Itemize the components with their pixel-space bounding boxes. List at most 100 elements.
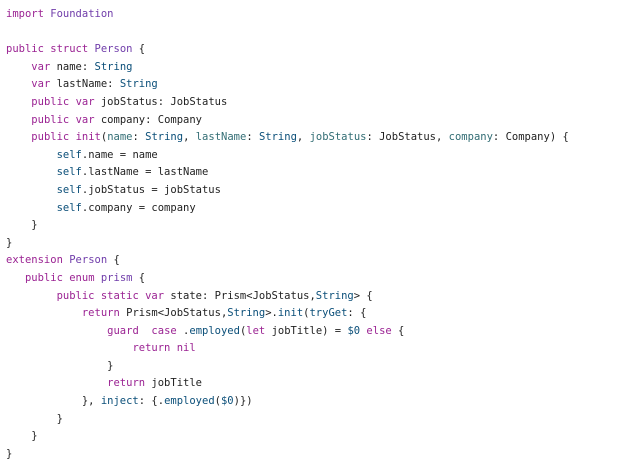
code-line: extension Person { bbox=[6, 252, 636, 270]
code-token: var bbox=[145, 289, 165, 302]
code-token: { bbox=[132, 43, 146, 56]
code-token: lastName bbox=[195, 131, 247, 144]
code-token: var bbox=[75, 95, 95, 108]
code-token: self bbox=[56, 201, 82, 214]
code-token: else bbox=[366, 324, 392, 337]
code-token: ( bbox=[303, 307, 310, 320]
code-line: public struct Person { bbox=[6, 41, 636, 59]
code-token: , bbox=[296, 131, 310, 144]
code-line: return jobTitle bbox=[6, 375, 636, 393]
code-token: String bbox=[315, 289, 354, 302]
code-token bbox=[6, 114, 31, 126]
code-token: } bbox=[6, 412, 63, 425]
code-token: $0 bbox=[347, 324, 361, 337]
code-token bbox=[6, 377, 107, 389]
code-token: : bbox=[246, 131, 259, 144]
code-line: public static var state: Prism<JobStatus… bbox=[6, 288, 636, 306]
code-token: public bbox=[24, 271, 63, 284]
code-token bbox=[6, 325, 107, 337]
code-line: var lastName: String bbox=[6, 76, 636, 94]
code-token bbox=[6, 272, 25, 284]
code-token: employed bbox=[189, 324, 240, 337]
code-token: jobStatus: JobStatus bbox=[94, 95, 228, 108]
code-token: jobTitle) = bbox=[265, 324, 348, 337]
code-token bbox=[6, 96, 31, 108]
code-token: self bbox=[56, 166, 82, 179]
code-token: Person bbox=[94, 43, 133, 56]
code-token: employed bbox=[164, 395, 215, 408]
code-line: guard case .employed(let jobTitle) = $0 … bbox=[6, 323, 636, 341]
code-token: let bbox=[246, 324, 266, 337]
code-token: Foundation bbox=[50, 8, 114, 20]
code-line: self.lastName = lastName bbox=[6, 164, 636, 182]
code-token: : Company) { bbox=[492, 131, 569, 144]
code-token: var bbox=[75, 113, 95, 126]
code-token: } bbox=[6, 236, 13, 249]
code-token: : bbox=[132, 131, 146, 144]
code-token: Prism<JobStatus, bbox=[119, 307, 228, 320]
code-line: } bbox=[6, 235, 636, 253]
code-line: public init(name: String, lastName: Stri… bbox=[6, 129, 636, 147]
code-token: company bbox=[448, 131, 493, 144]
code-token: public bbox=[56, 289, 95, 302]
code-token: var bbox=[31, 60, 51, 73]
code-token: $0 bbox=[220, 395, 234, 408]
code-line: } bbox=[6, 411, 636, 429]
code-token bbox=[6, 342, 132, 354]
code-token: self bbox=[56, 183, 82, 196]
code-token: public bbox=[31, 95, 70, 108]
code-token: Person bbox=[69, 254, 108, 267]
code-token: public bbox=[31, 131, 70, 144]
code-token bbox=[6, 202, 57, 214]
code-token bbox=[6, 131, 31, 143]
code-line: public enum prism { bbox=[6, 270, 636, 288]
code-token bbox=[6, 166, 57, 178]
code-token: } bbox=[6, 430, 38, 443]
code-line: public var company: Company bbox=[6, 112, 636, 130]
code-token: : JobStatus, bbox=[366, 131, 449, 144]
code-token: ( bbox=[239, 324, 247, 337]
code-token: { bbox=[107, 254, 120, 267]
code-token: enum bbox=[69, 271, 95, 284]
code-token: return bbox=[81, 307, 120, 320]
code-token: .company = company bbox=[81, 201, 196, 214]
code-line: self.company = company bbox=[6, 200, 636, 218]
code-token: String bbox=[94, 60, 133, 73]
code-line: }, inject: {.employed($0)}) bbox=[6, 393, 636, 411]
code-token: case bbox=[151, 324, 177, 337]
code-token: }, bbox=[6, 395, 101, 408]
code-line: import Foundation bbox=[6, 6, 636, 24]
code-token: String bbox=[258, 131, 297, 144]
code-token: init bbox=[277, 307, 304, 320]
code-token: ( bbox=[214, 395, 221, 408]
code-token bbox=[6, 290, 57, 302]
code-token bbox=[6, 184, 57, 196]
code-line: } bbox=[6, 446, 636, 464]
code-token bbox=[6, 78, 31, 90]
code-token: )}) bbox=[233, 395, 253, 408]
code-token: .name = name bbox=[81, 148, 158, 161]
code-token: > { bbox=[353, 289, 373, 302]
code-token: static bbox=[100, 289, 139, 302]
code-token bbox=[6, 61, 31, 73]
code-token: extension bbox=[6, 254, 63, 267]
code-token: import bbox=[6, 8, 44, 20]
code-token: ( bbox=[100, 131, 108, 144]
code-token: inject bbox=[100, 395, 139, 408]
code-line: var name: String bbox=[6, 59, 636, 77]
code-token: public bbox=[6, 43, 44, 56]
code-token: self bbox=[56, 148, 82, 161]
code-token: >. bbox=[265, 307, 278, 320]
code-token: : { bbox=[347, 307, 367, 320]
code-token: } bbox=[6, 447, 13, 460]
code-token: } bbox=[6, 359, 114, 372]
code-line bbox=[6, 24, 636, 42]
code-token: name: bbox=[50, 60, 95, 73]
code-token: return bbox=[107, 377, 146, 390]
code-token: name bbox=[107, 131, 133, 144]
code-token: , bbox=[183, 131, 196, 144]
code-token: guard bbox=[107, 324, 139, 337]
code-token: var bbox=[31, 78, 51, 91]
